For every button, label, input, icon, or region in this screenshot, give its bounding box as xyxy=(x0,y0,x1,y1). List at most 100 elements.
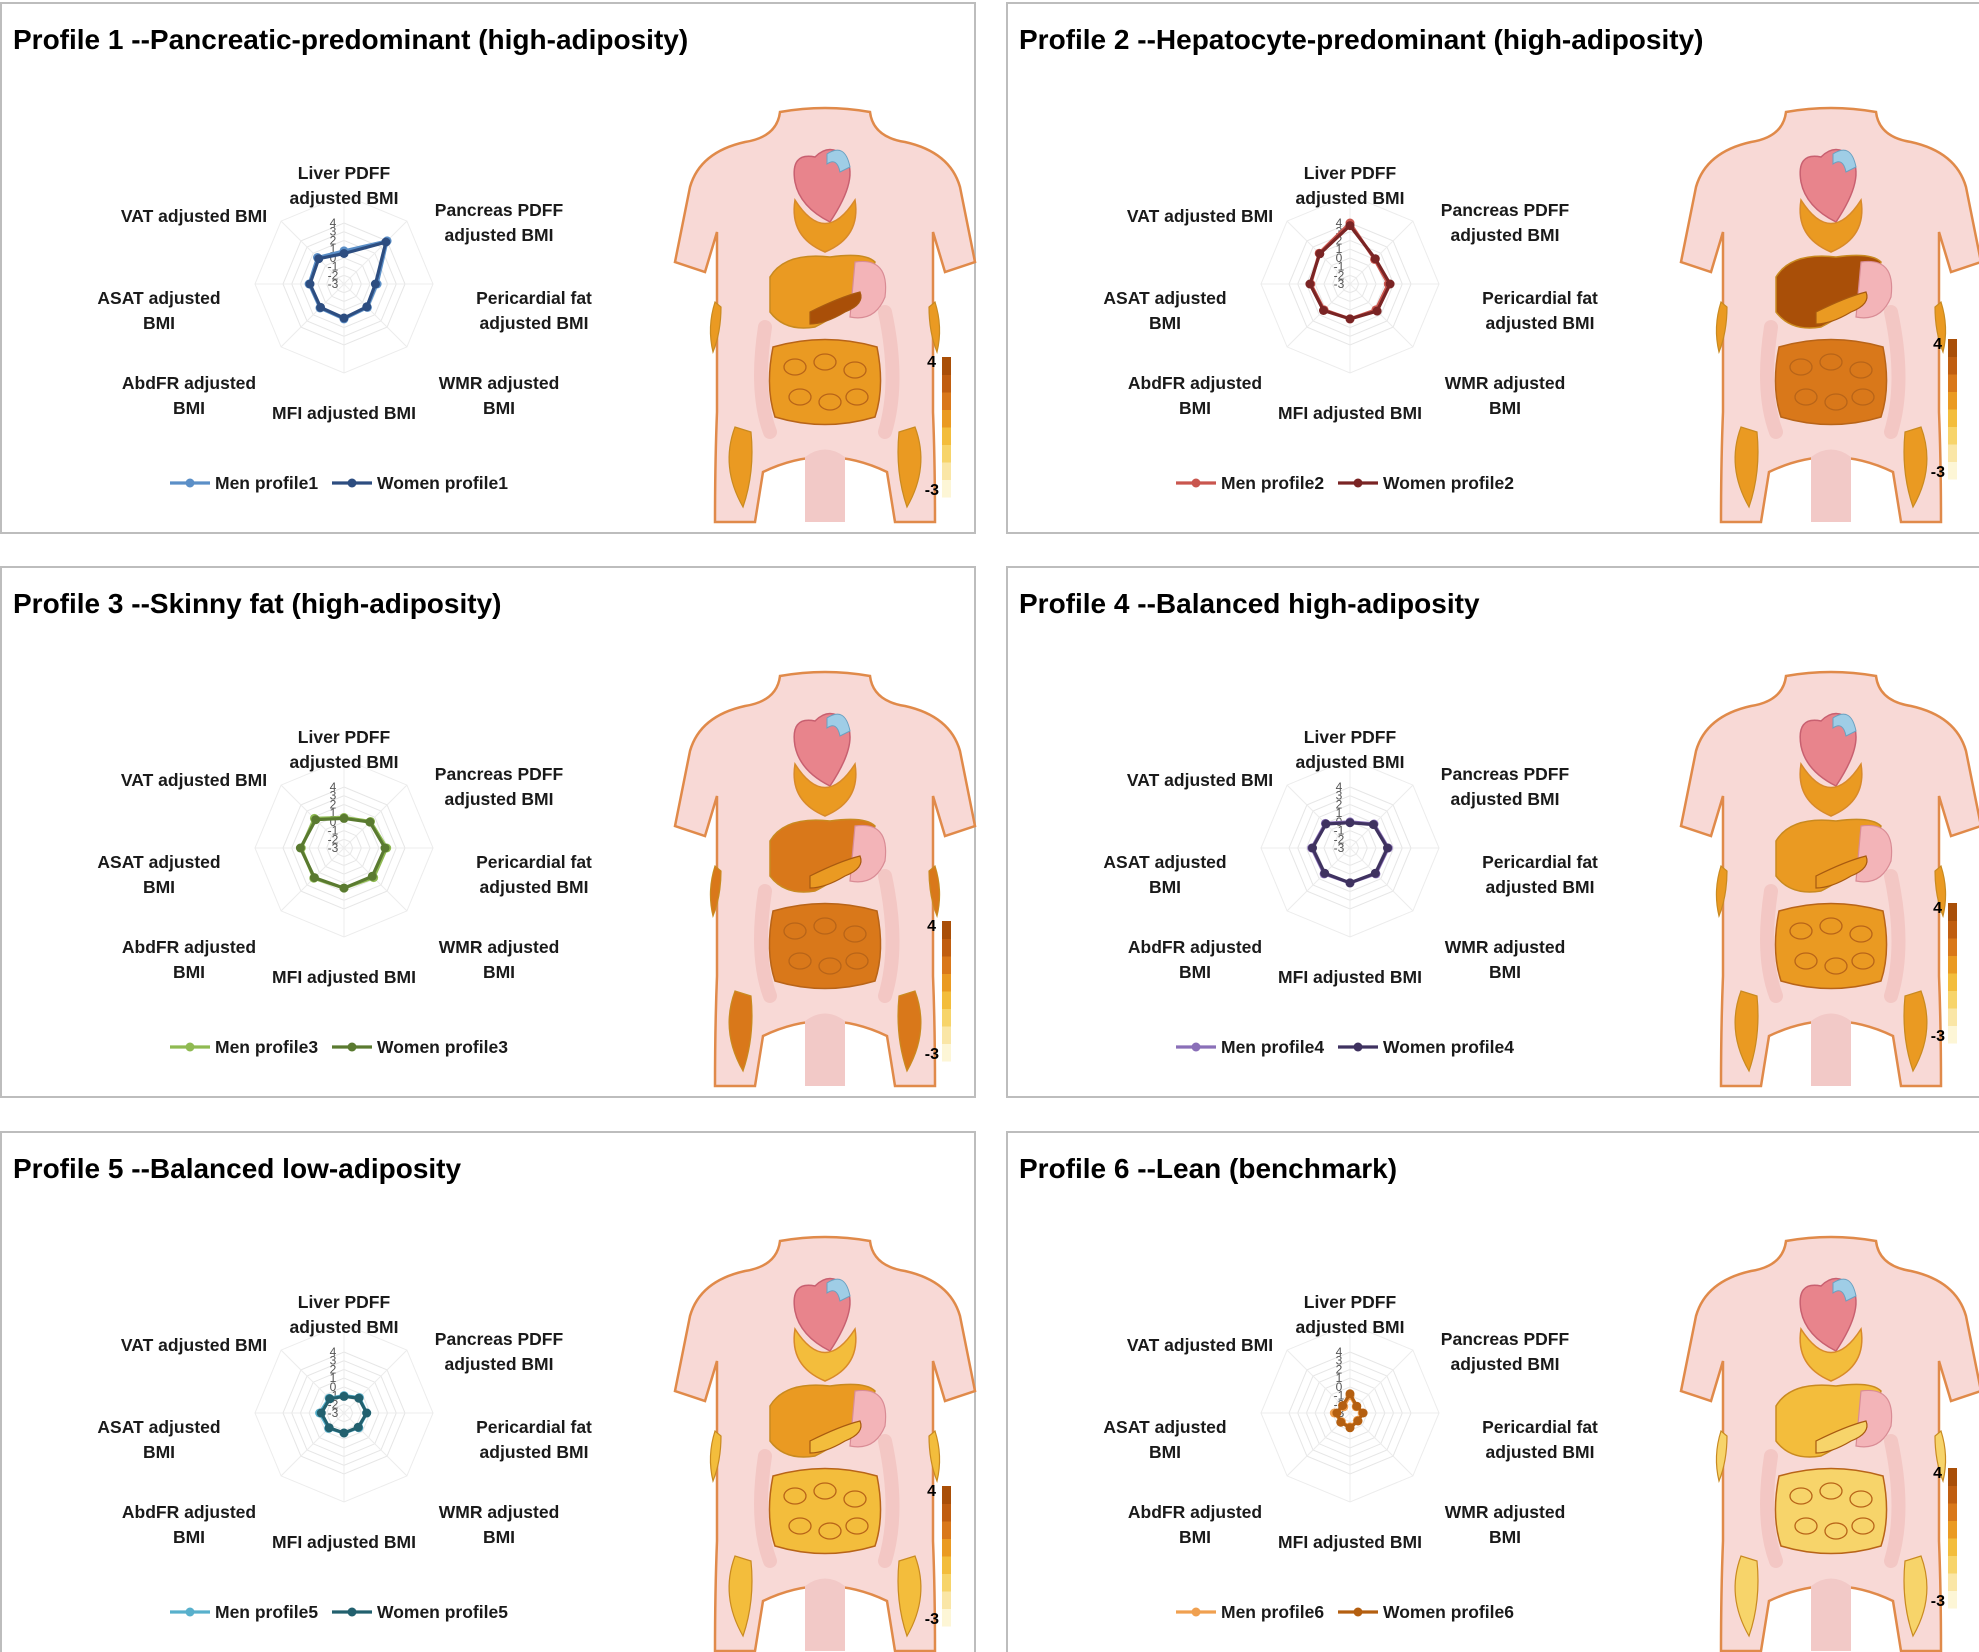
r-tick-label: 1 xyxy=(1336,1371,1343,1385)
liver xyxy=(1775,818,1882,893)
colorbar-step xyxy=(942,427,951,445)
colorbar-step xyxy=(942,1486,951,1504)
intestine-loop xyxy=(1851,952,1875,970)
radar-grid xyxy=(1260,758,1440,938)
series-women xyxy=(1332,1389,1368,1433)
pelvis-shade xyxy=(805,1013,845,1086)
axis-label: VAT adjusted BMI xyxy=(121,1335,267,1355)
r-tick-label: -1 xyxy=(1334,260,1345,274)
r-tick-label: 3 xyxy=(330,789,337,803)
thigh-fat-right xyxy=(897,990,922,1073)
colorbar-min-label: -3 xyxy=(925,1611,939,1628)
aorta xyxy=(826,149,851,173)
r-tick-label: 2 xyxy=(1336,233,1343,247)
pericardial-fat xyxy=(793,197,857,253)
colorbar: 4-3 xyxy=(925,1483,951,1628)
series-women xyxy=(1308,818,1392,888)
pancreas xyxy=(1815,1420,1868,1454)
data-point xyxy=(1332,1408,1342,1418)
body-illustration xyxy=(673,106,977,524)
pancreas xyxy=(1815,855,1868,889)
flank-fat-left xyxy=(709,1429,722,1483)
intestine-loop xyxy=(783,358,807,376)
r-tick-label: -2 xyxy=(328,832,339,846)
liver xyxy=(769,254,876,329)
data-point xyxy=(1370,254,1380,264)
liver xyxy=(1775,1383,1882,1458)
aorta xyxy=(1832,713,1857,737)
intestine-loop xyxy=(1824,1522,1848,1540)
intestine-loop xyxy=(1794,1517,1818,1535)
colorbar-min-label: -3 xyxy=(1931,464,1945,481)
colorbar-step xyxy=(1948,1538,1957,1556)
colorbar-step xyxy=(1948,391,1957,410)
body-illustration xyxy=(1679,1235,1979,1652)
intestine-loop xyxy=(783,922,807,940)
r-tick-label: -1 xyxy=(328,1389,339,1403)
data-point xyxy=(339,1428,349,1438)
axis-label: MFI adjusted BMI xyxy=(1278,403,1422,423)
legend-marker xyxy=(1353,1042,1363,1052)
legend-marker xyxy=(1353,478,1363,488)
data-point xyxy=(339,1391,349,1401)
axis-label: VAT adjusted BMI xyxy=(1127,1335,1273,1355)
thigh-fat-left xyxy=(728,426,753,509)
large-bowel xyxy=(1760,1434,1906,1568)
legend-label: Women profile2 xyxy=(1383,473,1514,493)
intestine-loop xyxy=(788,388,812,406)
data-point xyxy=(1368,820,1378,830)
aorta xyxy=(1832,149,1857,173)
small-intestine xyxy=(1774,338,1888,426)
r-tick-label: -2 xyxy=(328,1397,339,1411)
colorbar-step xyxy=(942,1043,951,1062)
data-point xyxy=(1352,1401,1362,1411)
r-tick-label: -1 xyxy=(1334,824,1345,838)
pericardial-fat xyxy=(793,1326,857,1382)
pericardial-fat xyxy=(793,761,857,817)
panel-title: Profile 4 --Balanced high-adiposity xyxy=(1019,588,1480,619)
intestine-loop xyxy=(813,353,837,371)
colorbar-min-label: -3 xyxy=(1931,1593,1945,1610)
legend-marker xyxy=(185,478,195,488)
thigh-fat-right xyxy=(897,426,922,509)
colorbar-step xyxy=(1948,1590,1957,1609)
legend-marker xyxy=(1191,478,1201,488)
series-women xyxy=(295,813,390,893)
colorbar-max-label: 4 xyxy=(1933,336,1942,353)
data-point xyxy=(339,313,349,323)
legend-label: Men profile5 xyxy=(215,1602,318,1622)
intestine-loop xyxy=(783,1487,807,1505)
panel-title: Profile 5 --Balanced low-adiposity xyxy=(13,1153,462,1184)
intestine-loops xyxy=(783,1482,869,1540)
data-point xyxy=(305,279,315,289)
r-tick-label: 2 xyxy=(330,797,337,811)
large-bowel xyxy=(754,869,900,1003)
grid-spoke xyxy=(1349,220,1414,285)
small-intestine xyxy=(1774,1467,1888,1555)
aorta xyxy=(826,713,851,737)
data-point xyxy=(362,1408,372,1418)
intestine-loops xyxy=(783,917,869,975)
r-tick-label: 0 xyxy=(330,815,337,829)
r-tick-label: 2 xyxy=(1336,1362,1343,1376)
thigh-fat-right xyxy=(897,1555,922,1638)
axis-label: MFI adjusted BMI xyxy=(272,403,416,423)
series-women xyxy=(305,237,391,323)
data-point xyxy=(1305,279,1315,289)
small-intestine xyxy=(768,338,882,426)
colorbar-step xyxy=(1948,461,1957,480)
colorbar-step xyxy=(942,991,951,1009)
flank-fat-right xyxy=(1934,1429,1947,1483)
